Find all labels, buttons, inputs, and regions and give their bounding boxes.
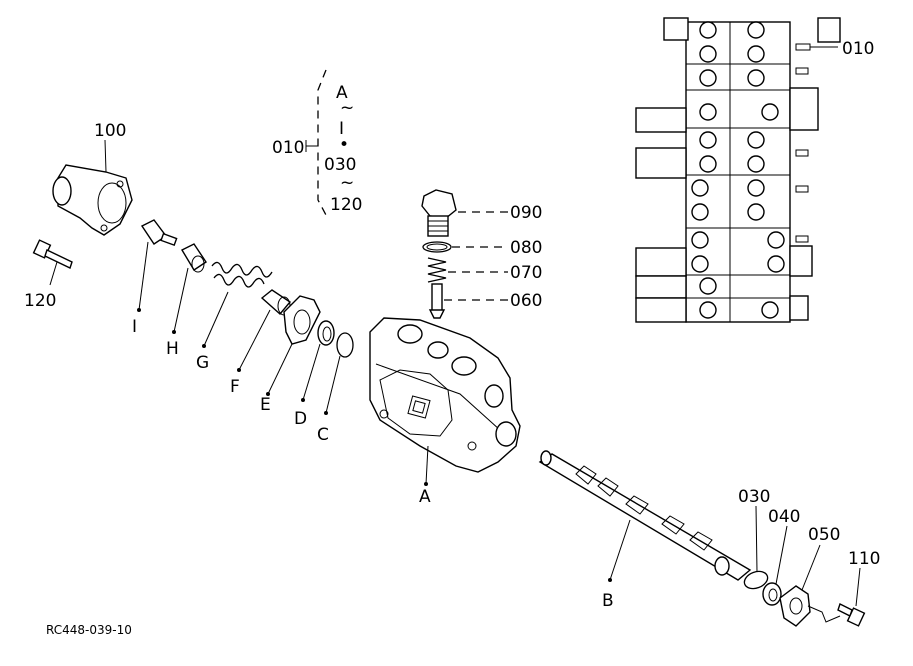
part-060-poppet: [428, 283, 508, 319]
part-c-oring: [324, 332, 354, 415]
range-dot: •: [339, 135, 349, 155]
part-f-collar: [237, 289, 292, 372]
label-070: 070: [510, 263, 542, 283]
label-050: 050: [808, 525, 840, 545]
part-120-bolt: [32, 239, 73, 286]
drawing-id: RC448-039-10: [46, 623, 132, 637]
label-d: D: [294, 409, 307, 429]
part-b-spool: [538, 450, 752, 582]
part-040-washer: [762, 525, 788, 606]
label-i: I: [132, 317, 137, 337]
range-to-label: I: [339, 119, 344, 139]
label-g: G: [196, 353, 209, 373]
label-b: B: [602, 591, 614, 611]
label-f: F: [230, 377, 240, 397]
label-040: 040: [768, 507, 800, 527]
label-110: 110: [848, 549, 880, 569]
label-a: A: [419, 487, 431, 507]
part-070-spring: [427, 257, 508, 283]
label-090: 090: [510, 203, 542, 223]
label-030: 030: [738, 487, 770, 507]
part-050-cap: [779, 544, 841, 627]
range-bracket: [305, 69, 327, 216]
part-030-oring: [743, 505, 769, 590]
part-h-retainer: [172, 243, 207, 334]
range-ref-label: 010: [272, 138, 304, 158]
part-e-plate: [266, 295, 321, 396]
label-e: E: [260, 395, 271, 415]
label-120: 120: [24, 291, 56, 311]
label-010-inset: 010: [842, 39, 874, 59]
part-090-plug: [421, 189, 508, 237]
part-g-spring: [202, 261, 273, 348]
range-sep-2: ~: [340, 173, 354, 193]
range-from2-label: 030: [324, 155, 356, 175]
range-to2-label: 120: [330, 195, 362, 215]
label-080: 080: [510, 238, 542, 258]
label-100: 100: [94, 121, 126, 141]
range-sep-1: ~: [340, 98, 354, 118]
part-i-spool-end: [137, 219, 178, 312]
range-from-label: A: [336, 83, 348, 103]
label-060: 060: [510, 291, 542, 311]
part-110-bolt: [837, 567, 866, 627]
part-a-valve-body: [369, 317, 521, 486]
label-c: C: [317, 425, 329, 445]
part-100-cover: [52, 139, 133, 236]
valve-stack-inset: [635, 17, 841, 323]
part-d-washer: [301, 320, 335, 402]
part-080-oring: [422, 241, 508, 253]
label-h: H: [166, 339, 179, 359]
